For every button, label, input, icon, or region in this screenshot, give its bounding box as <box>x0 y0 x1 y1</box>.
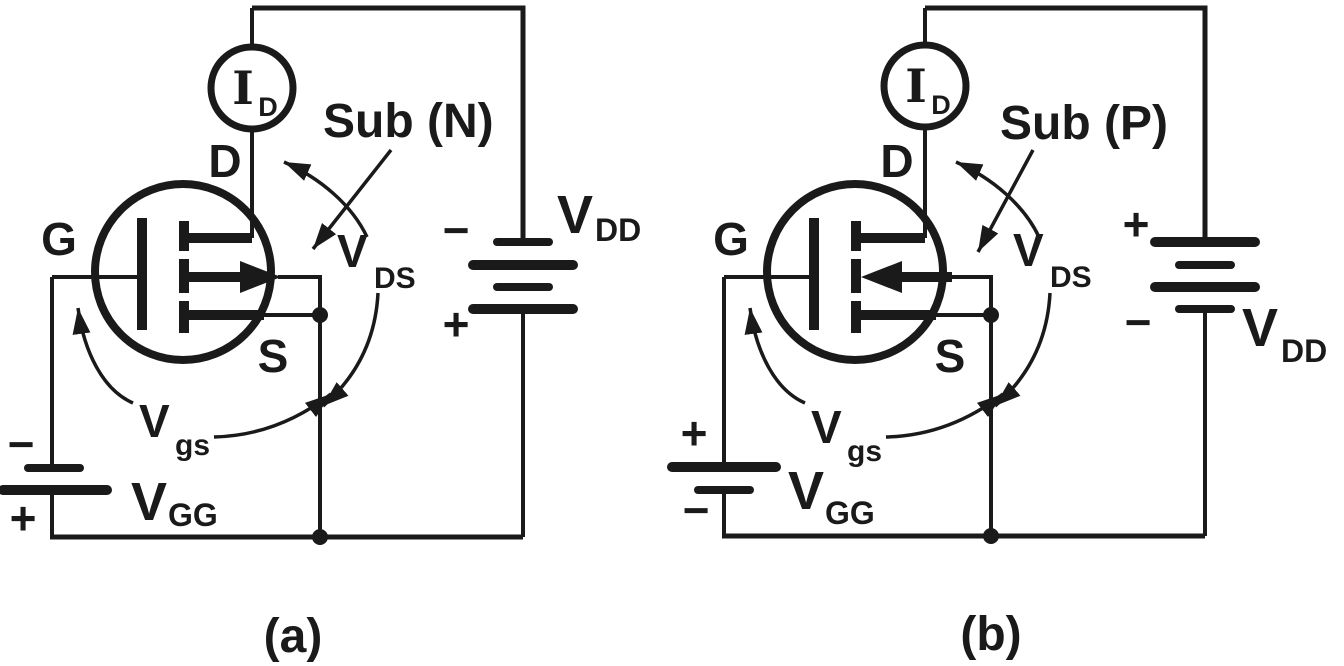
vdd-label-subscript: DD <box>1281 333 1327 369</box>
vgs-arc-left <box>72 307 134 405</box>
vgg-top-sign: + <box>681 407 708 459</box>
top-rail-wire <box>925 5 1208 239</box>
vgg-label: V <box>788 461 824 521</box>
vgs-label: V <box>811 401 842 453</box>
gate-terminal-label: G <box>41 213 77 265</box>
vds-arc-upper <box>955 160 1041 238</box>
bottom-rail-junction-dot <box>312 529 328 545</box>
source-terminal-label: S <box>935 330 966 382</box>
ammeter-label-subscript: D <box>931 90 951 120</box>
vdd-label: V <box>557 185 593 245</box>
vgg-label-subscript: GG <box>168 497 218 533</box>
substrate-pointer-arrow <box>311 148 393 251</box>
vgg-top-sign: − <box>8 418 35 470</box>
substrate-label: Sub (N) <box>323 95 494 148</box>
drain-terminal-label: D <box>208 135 241 187</box>
vds-arc-upper <box>283 160 369 238</box>
vds-label-subscript: DS <box>374 262 416 295</box>
vgs-arc-right <box>885 392 1005 439</box>
vdd-label: V <box>1242 298 1278 358</box>
substrate-wire <box>950 275 993 315</box>
vdd-bottom-sign: − <box>1125 296 1152 348</box>
vds-label: V <box>337 225 368 277</box>
source-substrate-junction-dot <box>983 307 999 323</box>
source-terminal-label: S <box>258 330 289 382</box>
substrate-wire <box>278 275 322 315</box>
circuit-a: − + V GG − + V DD I D D G S Sub (N) V DS… <box>0 5 641 663</box>
vgg-bottom-sign: + <box>10 492 37 544</box>
caption-a: (a) <box>264 610 323 663</box>
vgg-label: V <box>131 472 167 532</box>
ammeter-label: I <box>232 61 254 115</box>
ammeter-label-subscript: D <box>258 92 278 122</box>
caption-b: (b) <box>960 608 1021 661</box>
vdd-label-subscript: DD <box>595 212 641 248</box>
vgg-bottom-sign: − <box>683 484 710 536</box>
vdd-bottom-sign: + <box>443 298 470 350</box>
vgs-arc-left <box>744 307 806 405</box>
source-substrate-junction-dot <box>312 307 328 323</box>
vgs-label-subscript: gs <box>175 429 210 462</box>
circuit-b: + − V GG + − V DD I D D G S Sub (P) V DS… <box>667 5 1327 661</box>
substrate-arrow-right <box>240 261 281 293</box>
vgs-label: V <box>139 395 170 447</box>
substrate-label: Sub (P) <box>1000 97 1168 150</box>
vds-arc-lower <box>321 292 380 408</box>
vgg-label-subscript: GG <box>825 495 875 531</box>
substrate-arrow-left <box>861 261 902 293</box>
top-rail-wire <box>252 5 526 239</box>
vdd-top-sign: − <box>443 204 470 256</box>
vds-arc-lower <box>993 292 1052 408</box>
vdd-top-sign: + <box>1123 198 1150 250</box>
vds-label: V <box>1013 224 1044 276</box>
ammeter-label: I <box>905 59 927 113</box>
vgs-arc-right <box>213 392 333 439</box>
drain-terminal-label: D <box>880 135 913 187</box>
vgs-label-subscript: gs <box>847 435 882 468</box>
vds-label-subscript: DS <box>1050 261 1092 294</box>
substrate-pointer-arrow <box>976 149 1035 253</box>
gate-terminal-label: G <box>713 213 749 265</box>
bottom-rail-junction-dot <box>983 528 999 544</box>
